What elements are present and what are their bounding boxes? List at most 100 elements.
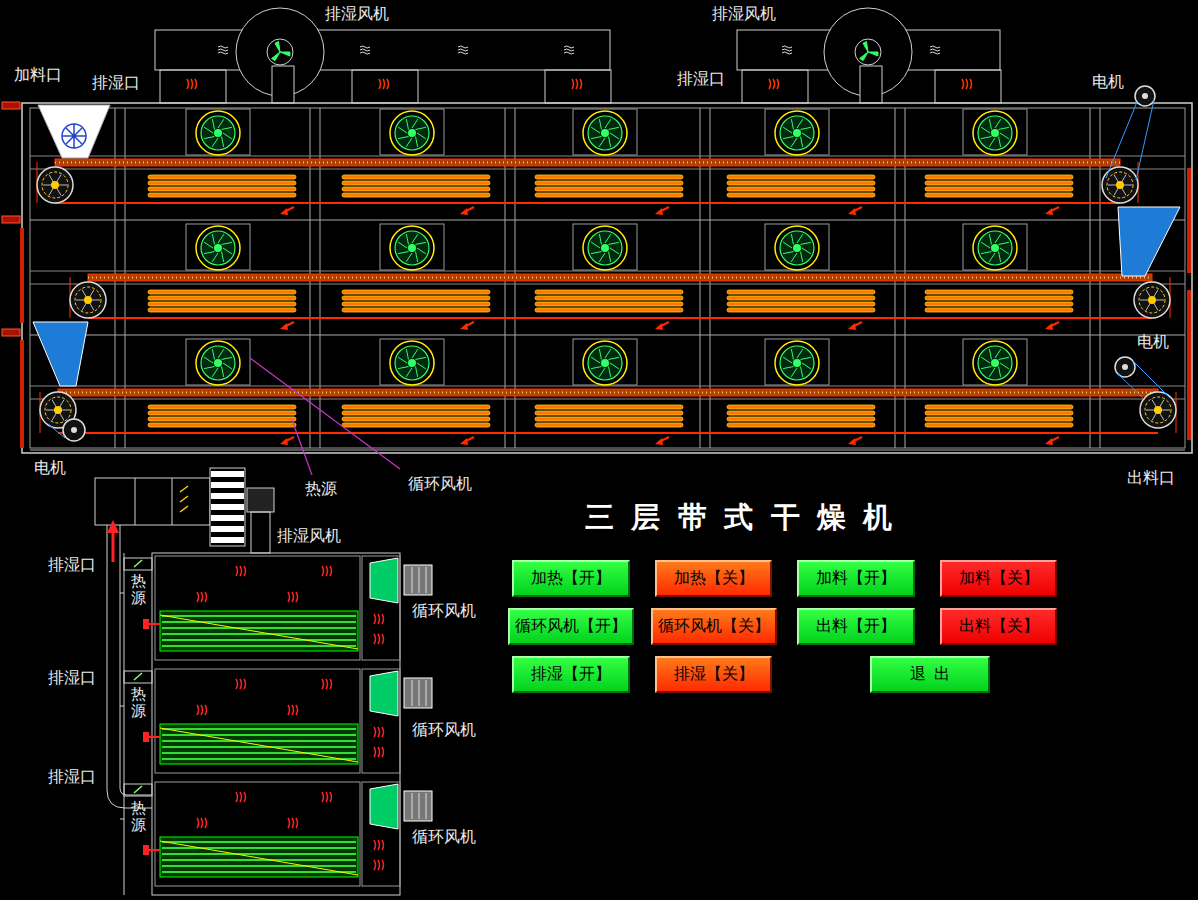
fan-blade [222,127,232,129]
heater-tube [162,752,356,754]
diagram-title: 三层带式干燥机 [585,498,910,538]
heat-wave-mark [773,79,775,89]
fan-blade [599,349,601,359]
heater-belt [160,611,358,651]
button-label: 出料【关】 [959,616,1039,637]
conveyor-belt [88,274,1152,281]
heater-tube [162,758,356,760]
heat-wave-mark [240,792,242,802]
exhaust-outlet [935,70,1001,103]
fan-blade [791,349,793,359]
heating-element [925,290,1073,294]
heat-wave-mark [378,614,380,624]
heat-wave-mark [236,566,238,576]
fan-blade [398,137,408,139]
heating-element [148,290,296,294]
heat-wave-mark [205,705,207,715]
roller-inner [42,172,68,198]
flow-arrow-head [1045,438,1053,445]
circulation-motor [404,565,432,595]
exhaust-fan-blade [272,52,280,61]
button-label: 排湿【关】 [674,664,754,685]
roller [1102,167,1138,203]
heating-element [148,308,296,312]
part-label: 加料口 [14,66,62,84]
fan-blade [981,242,990,248]
belt-return [58,432,1158,434]
fan-blade [999,357,1009,359]
circulation-fan [370,784,398,829]
air-mark [360,46,370,48]
fan-blade [609,127,619,129]
fan-blade [981,252,991,254]
heat-wave-mark [322,792,324,802]
fan-blade [609,137,611,147]
fan-blade [204,357,213,363]
heat-wave-mark [244,679,246,689]
heat-wave-mark [292,592,294,602]
heating-element [148,411,296,415]
flow-arrow-head [655,208,663,215]
heat-wave-mark [288,705,290,715]
fan-blade [412,234,418,243]
fan-blade [791,234,793,244]
button-label: 退出 [910,664,958,685]
button-label: 加热【开】 [531,568,611,589]
fan-wheel [201,116,235,150]
fan-blade [406,368,412,377]
heater-tube [162,633,356,635]
roller-hub [51,181,59,189]
front-view [2,8,1192,475]
belt-return [88,317,1152,319]
roller-hub [54,406,62,414]
heater-belt [160,837,358,877]
edge-heater [1187,168,1191,273]
heating-element [925,405,1073,409]
fan-ring [973,111,1017,155]
fan-blade [791,253,797,262]
fan-blade [783,252,793,254]
fan-blade [783,137,793,139]
heat-wave-mark [195,79,197,89]
box-divider [172,478,173,525]
button-label: 排湿【开】 [531,664,611,685]
flow-arrow-head [280,208,288,215]
heat-wave-mark [379,79,381,89]
air-mark [930,49,940,51]
fan-ring [775,226,819,270]
flow-arrow-head [460,438,468,445]
heating-element [925,302,1073,306]
fan-cell [765,339,829,385]
heat-wave-mark [962,79,964,89]
fan-blade [999,137,1001,147]
fan-cell [573,339,637,385]
roller-inner [1145,397,1171,423]
heat-inlet [124,671,152,683]
side-view [95,468,432,895]
heat-wave-mark [374,860,376,870]
fan-ring [775,111,819,155]
heating-element [535,308,683,312]
fan-blade [599,138,605,147]
discharge-chute [1118,207,1180,276]
heat-wave-mark [374,747,376,757]
flow-arrow-head [655,438,663,445]
exhaust-outlet [742,70,808,103]
fan-ring [775,341,819,385]
fan-blade [989,138,995,147]
belt-return [55,202,1120,204]
circulation-fan [370,671,398,716]
heating-element [925,423,1073,427]
valve [143,845,149,855]
fan-hub [601,244,609,252]
fan-hub [214,129,222,137]
heating-element [535,181,683,185]
fan-blade [797,349,803,358]
fan-ring [973,341,1017,385]
valve-stem [149,623,160,625]
heater-tube [162,621,356,623]
heating-element [535,175,683,179]
flow-arrow-head [655,323,663,330]
fan-blade [989,349,991,359]
air-mark [218,49,228,51]
